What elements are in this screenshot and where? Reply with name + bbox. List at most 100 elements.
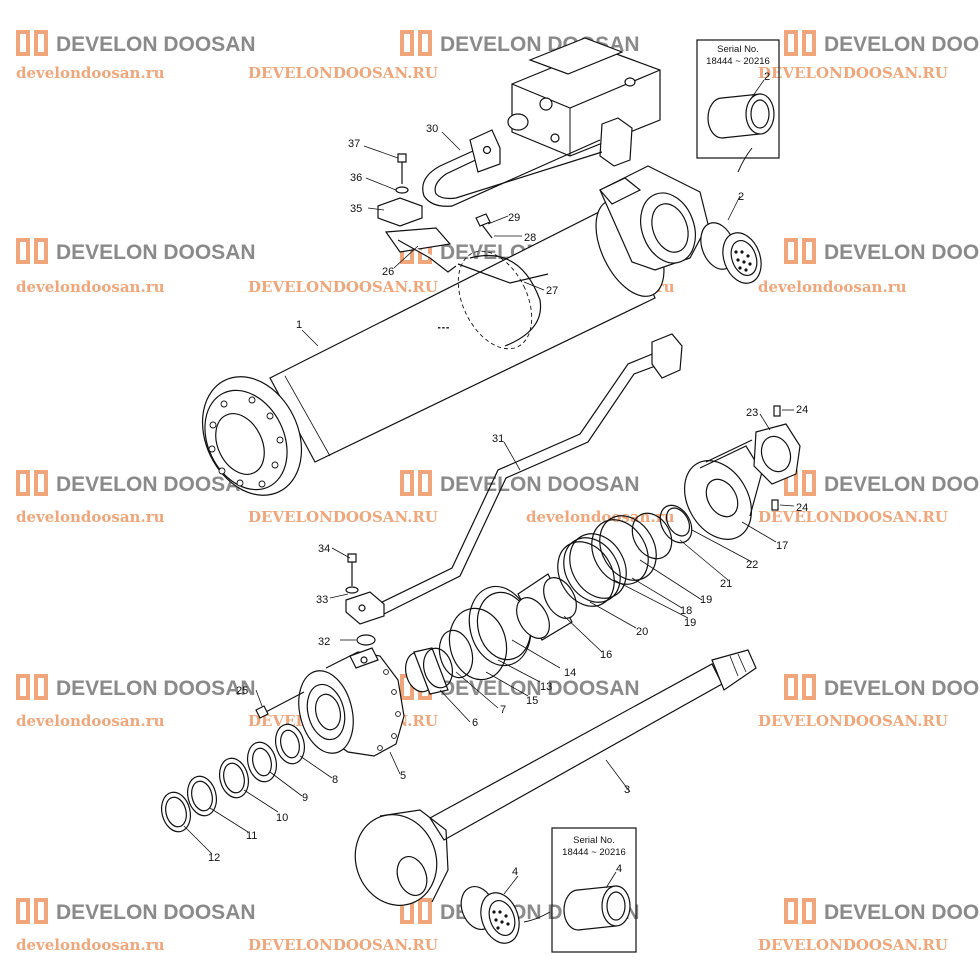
part-label: 33 — [316, 594, 328, 606]
part-label: 10 — [276, 812, 288, 824]
part-label: 20 — [636, 626, 648, 638]
part-label: 25 — [236, 685, 248, 697]
part-label: 9 — [302, 792, 308, 804]
part-label: 8 — [332, 774, 338, 786]
svg-text:‑ ‑ ‑: ‑ ‑ ‑ — [438, 325, 450, 332]
watermark-brand: DEVELON DOOSAN — [824, 901, 980, 924]
watermark-brand: DEVELON DOOSAN — [56, 241, 256, 264]
watermark-brand: DEVELON DOOSAN — [56, 677, 256, 700]
watermark-logo-icon — [16, 238, 48, 264]
pipe-clamp-set — [377, 153, 493, 273]
watermark-url: develondoosan.ru — [16, 64, 165, 82]
part-label: 32 — [318, 636, 330, 648]
watermark-url: DEVELONDOOSAN.RU — [248, 278, 438, 296]
watermark-url: develondoosan.ru — [16, 508, 165, 526]
serial-note-box-top: Serial No. 18444 ~ 20216 — [696, 39, 780, 173]
watermark-brand: DEVELON DOOSAN — [824, 33, 980, 56]
watermark-logo-icon — [784, 30, 816, 56]
part-label: 2 — [738, 191, 744, 203]
watermark-logo-icon — [784, 238, 816, 264]
piston-nut-23 — [753, 405, 801, 511]
part-label: 27 — [546, 285, 558, 297]
cylinder-tube — [201, 165, 709, 496]
watermark-url: DEVELONDOOSAN.RU — [248, 64, 438, 82]
part-label: 29 — [508, 212, 520, 224]
watermark-url: develondoosan.ru — [758, 278, 907, 296]
pipe-flange-block — [345, 553, 385, 625]
part-label: 13 — [540, 681, 552, 693]
watermark-url: DEVELONDOOSAN.RU — [248, 508, 438, 526]
watermark-logo-icon — [16, 30, 48, 56]
watermark-logo-icon — [16, 898, 48, 924]
part-label: 26 — [382, 266, 394, 278]
part-label: 12 — [208, 852, 220, 864]
part-label: 17 — [776, 540, 788, 552]
part-label: 23 — [746, 407, 758, 419]
part-label: 1 — [296, 319, 302, 331]
pipe-31 — [377, 333, 683, 615]
watermark-brand: DEVELON DOOSAN — [440, 677, 640, 700]
leader-lines — [183, 79, 795, 895]
watermark-url: DEVELONDOOSAN.RU — [758, 712, 948, 730]
part-label: 30 — [426, 123, 438, 135]
watermark-brand: DEVELON DOOSAN — [824, 473, 980, 496]
part-label: 19 — [700, 594, 712, 606]
watermark-brand: DEVELON DOOSAN — [440, 473, 640, 496]
part-label: 18 — [680, 605, 692, 617]
part-labels: 1 2 2 3 4 4 5 6 7 8 9 10 11 12 13 14 15 … — [208, 71, 808, 878]
part-label: 24 — [796, 404, 808, 416]
head-seal-rings — [160, 723, 306, 833]
pin-bushing-4 — [460, 886, 551, 944]
part-label: 28 — [524, 232, 536, 244]
watermark-logo-icon — [16, 470, 48, 496]
collar-16 — [516, 573, 577, 641]
watermark-brand: DEVELON DOOSAN — [56, 473, 256, 496]
part-label: 36 — [350, 172, 362, 184]
watermark-logo-icon — [400, 30, 432, 56]
watermark-url: develondoosan.ru — [16, 712, 165, 730]
watermark-url: DEVELONDOOSAN.RU — [758, 508, 948, 526]
watermark-brand: DEVELON DOOSAN — [824, 677, 980, 700]
tube-bolt-holes — [208, 396, 284, 488]
part-label: 11 — [246, 830, 257, 842]
watermark-brand: DEVELON DOOSAN — [56, 33, 256, 56]
part-label: 21 — [720, 578, 732, 590]
o-ring-32 — [356, 634, 376, 646]
part-label: 31 — [492, 433, 504, 445]
valve-block — [507, 37, 661, 167]
piston-17 — [683, 439, 763, 540]
clamp-band: ‑ ‑ ‑ — [438, 250, 549, 350]
watermark-brand: DEVELON DOOSAN — [56, 901, 256, 924]
watermark-logo-icon — [16, 674, 48, 700]
serial-note-box-bottom: Serial No. 18444 ~ 20216 — [551, 827, 637, 953]
part-label: 35 — [350, 203, 362, 215]
part-label: 16 — [600, 649, 612, 661]
cylinder-head — [255, 647, 405, 757]
watermark-logo-icon — [400, 470, 432, 496]
piston-rod — [354, 649, 757, 906]
watermark-url: DEVELONDOOSAN.RU — [758, 936, 948, 954]
part-label: 15 — [526, 695, 538, 707]
serial-range: 18444 ~ 20216 — [706, 56, 770, 67]
part-label: 3 — [624, 784, 630, 796]
watermark-url: DEVELONDOOSAN.RU — [758, 64, 948, 82]
part-label: 5 — [400, 770, 406, 782]
part-label: 19 — [684, 617, 696, 629]
watermark-logo-icon — [784, 898, 816, 924]
serial-range: 18444 ~ 20216 — [562, 847, 626, 858]
watermark-logo-icon — [784, 674, 816, 700]
part-label: 4 — [616, 863, 622, 875]
watermark-url: develondoosan.ru — [526, 508, 675, 526]
watermark-url: DEVELONDOOSAN.RU — [248, 936, 438, 954]
watermark-url: develondoosan.ru — [16, 936, 165, 954]
pin-bushing-2 — [700, 222, 762, 284]
part-label: 37 — [348, 138, 360, 150]
part-label: 4 — [512, 866, 518, 878]
part-label: 2 — [764, 71, 770, 83]
pipe-30 — [422, 129, 603, 207]
serial-title: Serial No. — [573, 835, 615, 846]
watermark-brand: DEVELON DOOSAN — [824, 241, 980, 264]
piston-rings — [557, 504, 693, 607]
